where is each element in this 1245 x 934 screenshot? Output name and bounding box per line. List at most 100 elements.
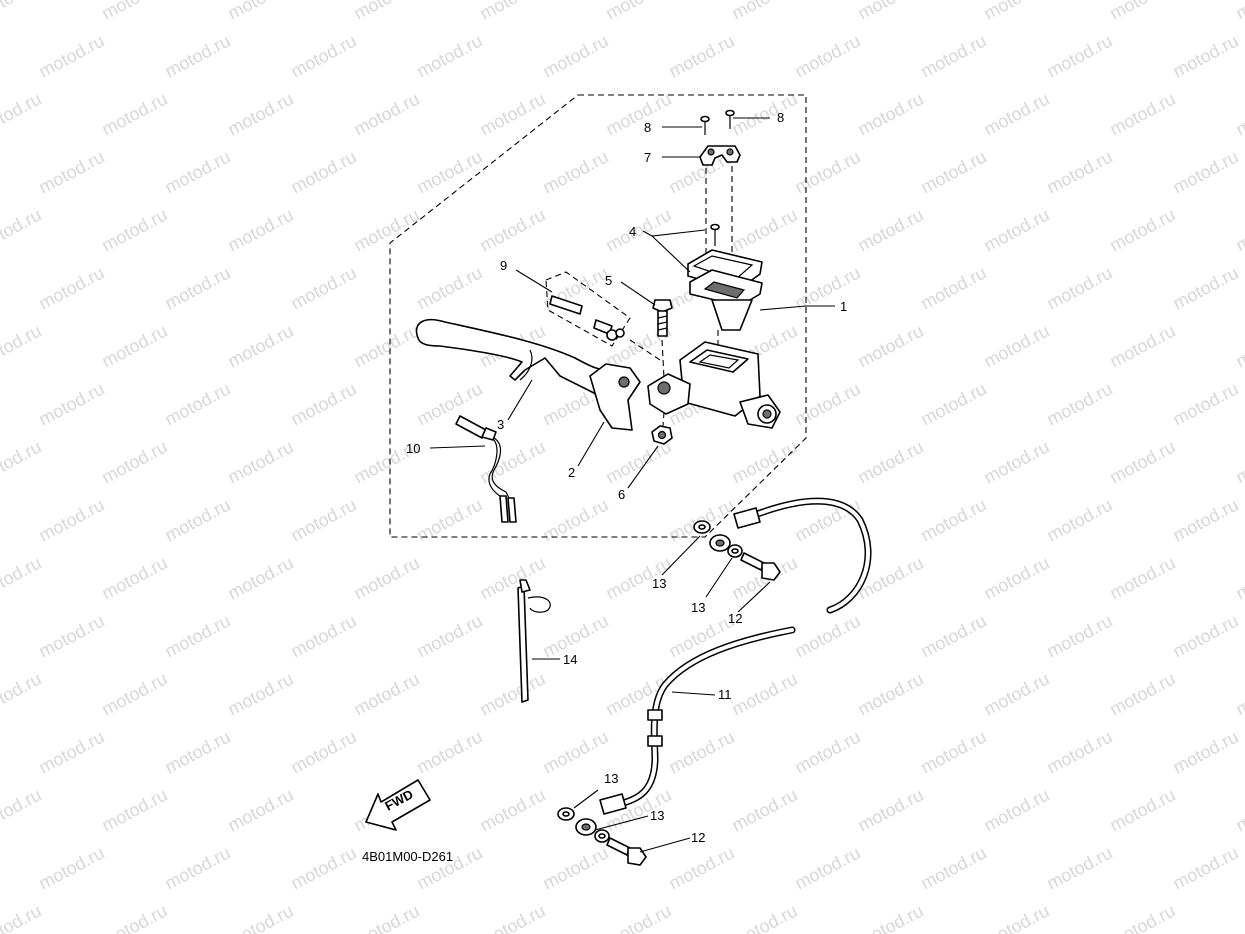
callout-3: 3 (497, 417, 504, 432)
watermark-text: motod.ru (287, 31, 359, 82)
watermark-text: motod.ru (791, 31, 863, 82)
watermark-text: motod.ru (413, 727, 485, 778)
union-bolt-12-lower[interactable] (606, 837, 647, 866)
watermark-text: motod.ru (854, 437, 926, 488)
watermark-text: motod.ru (917, 611, 989, 662)
callout-12-lower: 12 (691, 830, 705, 845)
nut-6[interactable] (651, 425, 673, 445)
watermark-text: motod.ru (287, 495, 359, 546)
watermark-text: motod.ru (161, 611, 233, 662)
reservoir-cap-4[interactable] (687, 249, 763, 331)
watermark-text: motod.ru (1106, 205, 1178, 256)
watermark-text: motod.ru (476, 205, 548, 256)
watermark-text: motod.ru (917, 31, 989, 82)
screw-4[interactable] (710, 223, 720, 247)
bolt-5[interactable] (652, 299, 673, 337)
watermark-text: motod.ru (224, 89, 296, 140)
watermark-text: motod.ru (35, 263, 107, 314)
watermark-text: motod.ru (728, 901, 800, 934)
watermark-text: motod.ru (98, 321, 170, 372)
union-bolt-12-upper[interactable] (740, 552, 781, 581)
watermark-text: motod.ru (791, 843, 863, 894)
leader-lines (429, 117, 835, 853)
watermark-text: motod.ru (1232, 321, 1245, 372)
washer-13-upper-left[interactable] (693, 520, 711, 534)
watermark-text: motod.ru (350, 205, 422, 256)
watermark-text: motod.ru (1106, 437, 1178, 488)
watermark-text: motod.ru (854, 785, 926, 836)
watermark-text: motod.ru (287, 263, 359, 314)
watermark-text: motod.ru (161, 147, 233, 198)
watermark-text: motod.ru (224, 901, 296, 934)
washer-13-lower-left[interactable] (557, 807, 575, 821)
watermark-text: motod.ru (854, 901, 926, 934)
callout-13-upper-left: 13 (652, 576, 666, 591)
screw-8-right[interactable] (725, 109, 735, 130)
watermark-text: motod.ru (476, 89, 548, 140)
pivot-kit-9[interactable] (545, 271, 631, 347)
watermark-text: motod.ru (1232, 669, 1245, 720)
watermark-text: motod.ru (1232, 0, 1245, 24)
watermark-text: motod.ru (1169, 727, 1241, 778)
watermark-text: motod.ru (1232, 205, 1245, 256)
watermark-text: motod.ru (224, 321, 296, 372)
watermark-text: motod.ru (980, 669, 1052, 720)
watermark-text: motod.ru (980, 89, 1052, 140)
watermark-text: motod.ru (791, 611, 863, 662)
watermark-text: motod.ru (980, 0, 1052, 24)
watermark-text: motod.ru (1169, 31, 1241, 82)
callout-13-lower-left: 13 (604, 771, 618, 786)
watermark-text: motod.ru (161, 263, 233, 314)
band-14[interactable] (517, 579, 551, 703)
washer-13-upper-right[interactable] (727, 544, 743, 558)
watermark-text: motod.ru (1169, 263, 1241, 314)
watermark-text: motod.ru (161, 379, 233, 430)
watermark-text: motod.ru (539, 727, 611, 778)
watermark-text: motod.ru (350, 901, 422, 934)
watermark-text: motod.ru (161, 727, 233, 778)
watermark-text: motod.ru (1169, 147, 1241, 198)
watermark-text: motod.ru (602, 89, 674, 140)
watermark-text: motod.ru (0, 553, 45, 604)
watermark-text: motod.ru (98, 89, 170, 140)
watermark-text: motod.ru (98, 901, 170, 934)
callout-10: 10 (406, 441, 420, 456)
watermark-text: motod.ru (854, 205, 926, 256)
watermark-text: motod.ru (350, 89, 422, 140)
watermark-text: motod.ru (1106, 553, 1178, 604)
watermark-text: motod.ru (1169, 611, 1241, 662)
watermark-text: motod.ru (413, 147, 485, 198)
watermark-text: motod.ru (854, 321, 926, 372)
watermark-text: motod.ru (35, 843, 107, 894)
watermark-text: motod.ru (917, 147, 989, 198)
banjo-fitting-upper[interactable] (709, 534, 731, 552)
screw-8-left[interactable] (700, 115, 710, 136)
watermark-text: motod.ru (854, 0, 926, 24)
watermark-text: motod.ru (854, 89, 926, 140)
watermark-text: motod.ru (791, 379, 863, 430)
watermark-text: motod.ru (287, 611, 359, 662)
master-cylinder-1[interactable] (647, 341, 781, 429)
watermark-text: motod.ru (224, 553, 296, 604)
banjo-fitting-lower[interactable] (575, 818, 597, 836)
watermark-text: motod.ru (539, 843, 611, 894)
watermark-text: motod.ru (980, 205, 1052, 256)
holder-7[interactable] (699, 145, 741, 166)
callout-11: 11 (718, 687, 732, 702)
watermark-text: motod.ru (728, 205, 800, 256)
brake-hose-11[interactable] (599, 497, 872, 815)
callout-13-upper-right: 13 (691, 600, 705, 615)
switch-10[interactable] (455, 415, 517, 523)
watermark-text: motod.ru (224, 205, 296, 256)
watermark-text: motod.ru (980, 785, 1052, 836)
watermark-text: motod.ru (1106, 0, 1178, 24)
watermark-text: motod.ru (980, 437, 1052, 488)
watermark-text: motod.ru (1043, 611, 1115, 662)
watermark-text: motod.ru (224, 785, 296, 836)
watermark-text: motod.ru (980, 553, 1052, 604)
washer-13-lower-right[interactable] (594, 829, 610, 843)
lever-bracket-2[interactable] (589, 363, 641, 431)
watermark-text: motod.ru (476, 437, 548, 488)
watermark-text: motod.ru (413, 379, 485, 430)
